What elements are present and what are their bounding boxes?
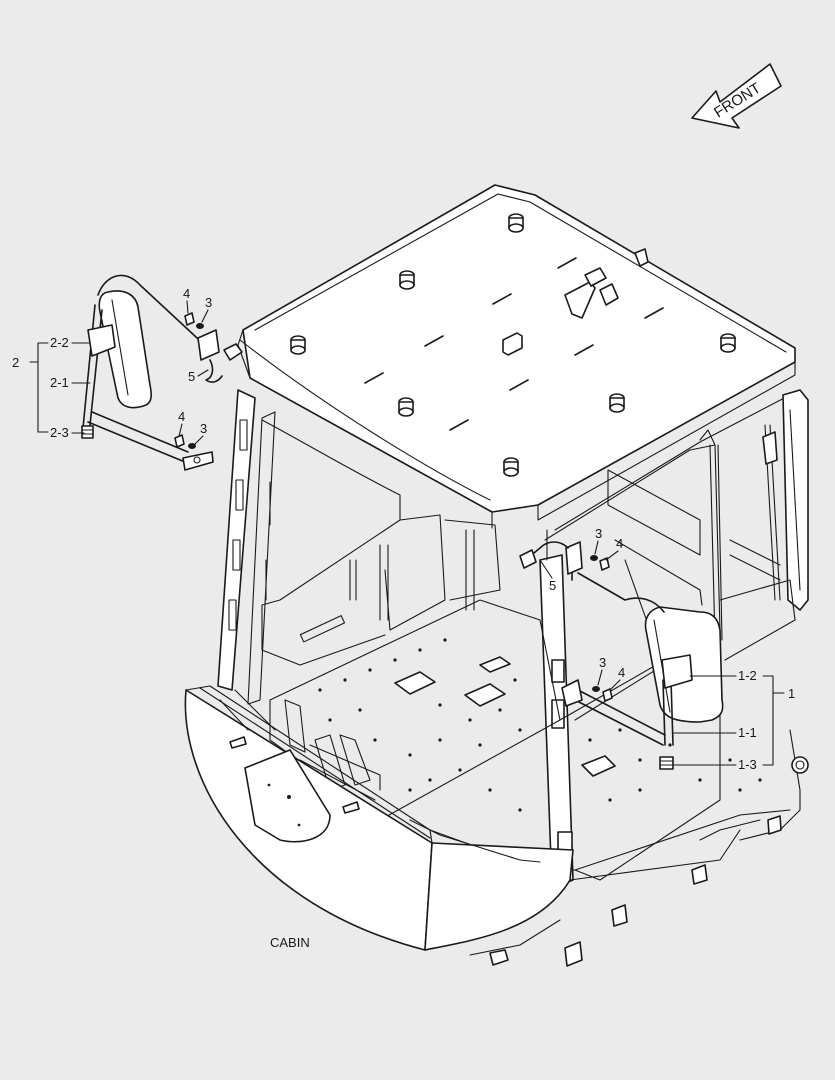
front-arrow: FRONT bbox=[691, 63, 782, 129]
callout-left-group: 2 bbox=[12, 355, 19, 370]
callouts-right: 3 4 5 3 4 1-2 1-1 1-3 1 bbox=[539, 526, 795, 772]
right-upper-fasteners bbox=[590, 555, 610, 571]
callout-right-wire: 5 bbox=[549, 578, 556, 593]
right-mirror-assembly bbox=[519, 541, 724, 770]
callout-right-arm: 1-1 bbox=[738, 725, 757, 740]
callouts-left: 2 2-2 2-1 2-3 4 3 5 4 3 bbox=[12, 286, 212, 445]
callout-left-arm: 2-1 bbox=[50, 375, 69, 390]
diagram-caption: CABIN bbox=[270, 935, 310, 950]
callout-right-bolt-upper: 4 bbox=[616, 536, 623, 551]
callout-left-bolt-lower: 4 bbox=[178, 409, 185, 424]
callout-left-washer-lower: 3 bbox=[200, 421, 207, 436]
callout-left-mirror: 2-2 bbox=[50, 335, 69, 350]
right-lower-fasteners bbox=[592, 686, 613, 702]
cabin-body bbox=[184, 184, 809, 967]
left-lower-fasteners bbox=[174, 434, 196, 449]
callout-right-mirror: 1-2 bbox=[738, 668, 757, 683]
callout-left-washer-upper: 3 bbox=[205, 295, 212, 310]
callout-right-bolt-lower: 4 bbox=[618, 665, 625, 680]
callout-left-bolt-upper: 4 bbox=[183, 286, 190, 301]
callout-right-washer-lower: 3 bbox=[599, 655, 606, 670]
left-mirror-assembly bbox=[81, 274, 243, 471]
callout-left-wire: 5 bbox=[188, 369, 195, 384]
callout-right-group: 1 bbox=[788, 686, 795, 701]
callout-left-cap: 2-3 bbox=[50, 425, 69, 440]
callout-right-washer-upper: 3 bbox=[595, 526, 602, 541]
callout-right-cap: 1-3 bbox=[738, 757, 757, 772]
left-upper-fasteners bbox=[184, 312, 204, 329]
